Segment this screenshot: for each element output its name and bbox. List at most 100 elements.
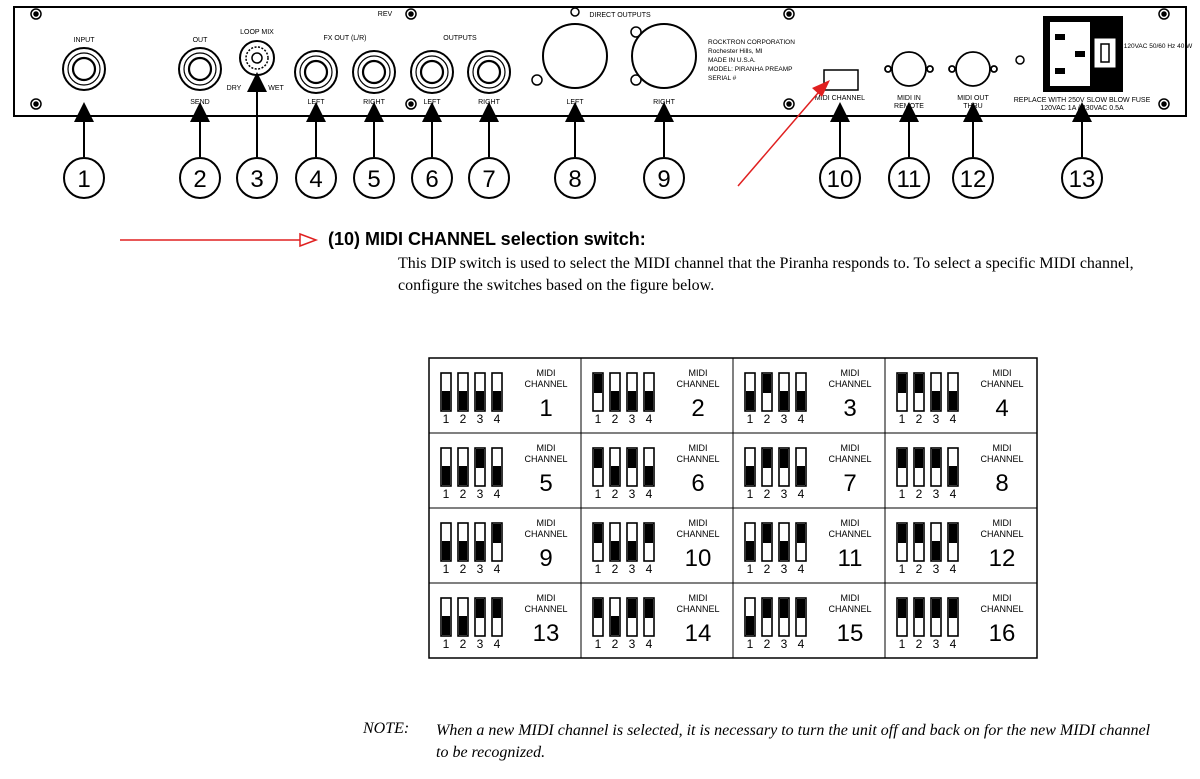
- callout-number-8: 8: [568, 166, 581, 193]
- dip-switch-number: 3: [933, 412, 940, 426]
- dip-lever-on: [645, 524, 653, 543]
- callout-8: [554, 157, 596, 199]
- dip-switch-number: 2: [612, 487, 619, 501]
- dip-channel-number: 13: [533, 620, 560, 647]
- dip-lever-on: [915, 449, 923, 468]
- rev-label: REV: [378, 11, 393, 18]
- dip-channel-number: 8: [995, 470, 1008, 497]
- dip-lever-off: [645, 391, 653, 410]
- dip-switch-number: 4: [798, 487, 805, 501]
- dip-channel-word: CHANNEL: [828, 529, 871, 539]
- dip-switch-number: 1: [443, 412, 450, 426]
- callout-number-13: 13: [1069, 166, 1096, 193]
- heading-red-arrow: [120, 232, 319, 248]
- callout-11: [888, 157, 930, 199]
- dip-switch-number: 4: [798, 562, 805, 576]
- dip-switch-number: 3: [629, 412, 636, 426]
- dip-channel-number: 4: [995, 395, 1008, 422]
- dip-switch-number: 4: [950, 412, 957, 426]
- dip-lever-off: [746, 541, 754, 560]
- dip-lever-off: [459, 391, 467, 410]
- callout-number-6: 6: [425, 166, 438, 193]
- dip-switch-number: 4: [798, 412, 805, 426]
- dip-switch-number: 3: [781, 562, 788, 576]
- dip-switch-number: 4: [950, 487, 957, 501]
- dip-channel-word: CHANNEL: [980, 454, 1023, 464]
- dip-switch-number: 1: [899, 412, 906, 426]
- dip-lever-off: [459, 541, 467, 560]
- dip-switch-number: 3: [477, 637, 484, 651]
- fxout-right-jack: [352, 50, 396, 94]
- dip-switch-number: 3: [477, 412, 484, 426]
- dip-lever-on: [915, 374, 923, 393]
- dip-lever-off: [611, 391, 619, 410]
- callout-number-4: 4: [309, 166, 322, 193]
- info-line-1: ROCKTRON CORPORATION: [708, 39, 795, 46]
- dip-channel-number: 14: [685, 620, 712, 647]
- dip-lever-on: [763, 374, 771, 393]
- dip-lever-off: [949, 391, 957, 410]
- callout-number-10: 10: [827, 166, 854, 193]
- dip-midi-word: MIDI: [841, 368, 860, 378]
- dip-lever-on: [898, 599, 906, 618]
- dip-switch-number: 2: [916, 562, 923, 576]
- info-block: ROCKTRON CORPORATION Rochester Hills, MI…: [708, 39, 795, 82]
- callout-13: [1061, 157, 1103, 199]
- callout-number-12: 12: [960, 166, 987, 193]
- dip-switch-number: 2: [612, 637, 619, 651]
- dip-channel-word: CHANNEL: [676, 454, 719, 464]
- dip-channel-number: 1: [539, 395, 552, 422]
- dip-switch-number: 2: [916, 412, 923, 426]
- voltage-label: 120VAC 50/60 Hz 40 W: [1124, 43, 1193, 50]
- dip-lever-on: [932, 449, 940, 468]
- callout-arrows: [74, 72, 1092, 157]
- dip-channel-number: 7: [843, 470, 856, 497]
- direct-right-label: RIGHT: [653, 99, 676, 106]
- dip-lever-off: [459, 616, 467, 635]
- dip-lever-on: [594, 374, 602, 393]
- dip-switch-number: 1: [595, 412, 602, 426]
- dip-midi-word: MIDI: [993, 593, 1012, 603]
- dip-midi-word: MIDI: [689, 443, 708, 453]
- dip-channel-number: 16: [989, 620, 1016, 647]
- direct-left-xlr: [531, 7, 608, 89]
- dip-switch-number: 4: [494, 412, 501, 426]
- dip-switch-number: 2: [764, 562, 771, 576]
- dip-midi-word: MIDI: [537, 443, 556, 453]
- direct-left-label: LEFT: [566, 99, 584, 106]
- dip-lever-on: [949, 599, 957, 618]
- dip-lever-off: [932, 541, 940, 560]
- dip-channel-number: 9: [539, 545, 552, 572]
- dip-switch-number: 1: [443, 637, 450, 651]
- dip-lever-on: [780, 599, 788, 618]
- dip-lever-off: [746, 466, 754, 485]
- callout-9: [643, 157, 685, 199]
- dip-switch-number: 2: [764, 412, 771, 426]
- callout-number-11: 11: [897, 166, 922, 193]
- dip-switch-number: 2: [460, 637, 467, 651]
- dip-lever-on: [949, 524, 957, 543]
- dip-lever-off: [949, 466, 957, 485]
- dip-lever-off: [797, 466, 805, 485]
- dip-lever-off: [628, 541, 636, 560]
- dip-channel-word: CHANNEL: [980, 529, 1023, 539]
- fuse-sub-label: 120VAC 1A / 230VAC 0.5A: [1040, 105, 1124, 112]
- dip-switch-number: 3: [933, 562, 940, 576]
- dip-lever-on: [915, 524, 923, 543]
- dip-channel-word: CHANNEL: [524, 379, 567, 389]
- direct-outputs-label: DIRECT OUTPUTS: [589, 12, 651, 19]
- info-line-5: SERIAL #: [708, 75, 737, 82]
- fuse-label: REPLACE WITH 250V SLOW BLOW FUSE: [1014, 97, 1151, 104]
- dip-lever-on: [898, 374, 906, 393]
- dip-lever-on: [763, 524, 771, 543]
- dip-lever-off: [628, 391, 636, 410]
- callout-number-3: 3: [250, 166, 263, 193]
- outputs-left-label: LEFT: [423, 99, 441, 106]
- dip-lever-off: [611, 466, 619, 485]
- dip-channel-word: CHANNEL: [676, 529, 719, 539]
